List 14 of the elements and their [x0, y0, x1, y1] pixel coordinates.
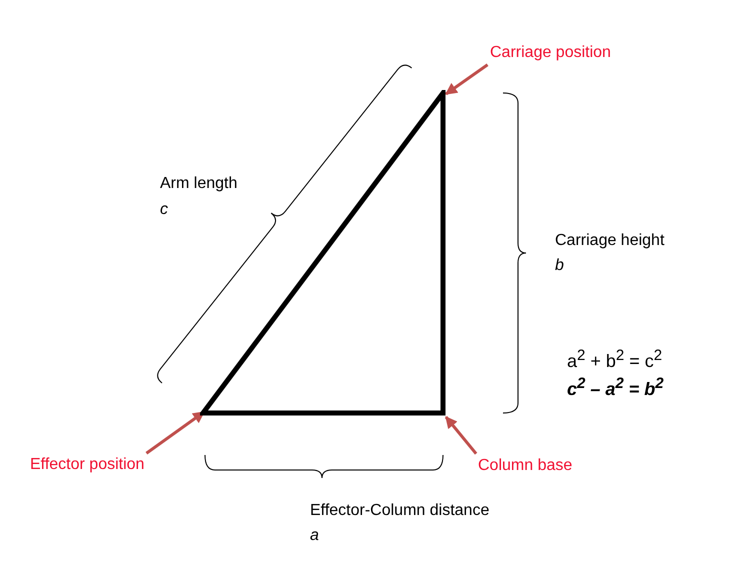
- leader-arrow: [444, 416, 478, 455]
- callout-label: Column base: [478, 456, 572, 476]
- callout-label: Carriage position: [490, 43, 611, 63]
- dimension-label: Effector-Column distance: [310, 501, 490, 521]
- callout-label: Effector position: [30, 455, 144, 475]
- variable-symbol: c: [160, 200, 168, 220]
- equation: c$^{2}$ – a$^{2}$ = b$^{2}$: [567, 374, 664, 401]
- leader-arrow: [445, 64, 488, 96]
- equation: a$^{2}$ + b$^{2}$ = c$^{2}$: [567, 346, 662, 373]
- variable-symbol: a: [310, 526, 319, 546]
- dimension-label: Arm length: [160, 174, 238, 194]
- variable-symbol: b: [555, 256, 564, 276]
- leader-arrow: [146, 410, 205, 454]
- dimension-label: Carriage height: [555, 231, 664, 251]
